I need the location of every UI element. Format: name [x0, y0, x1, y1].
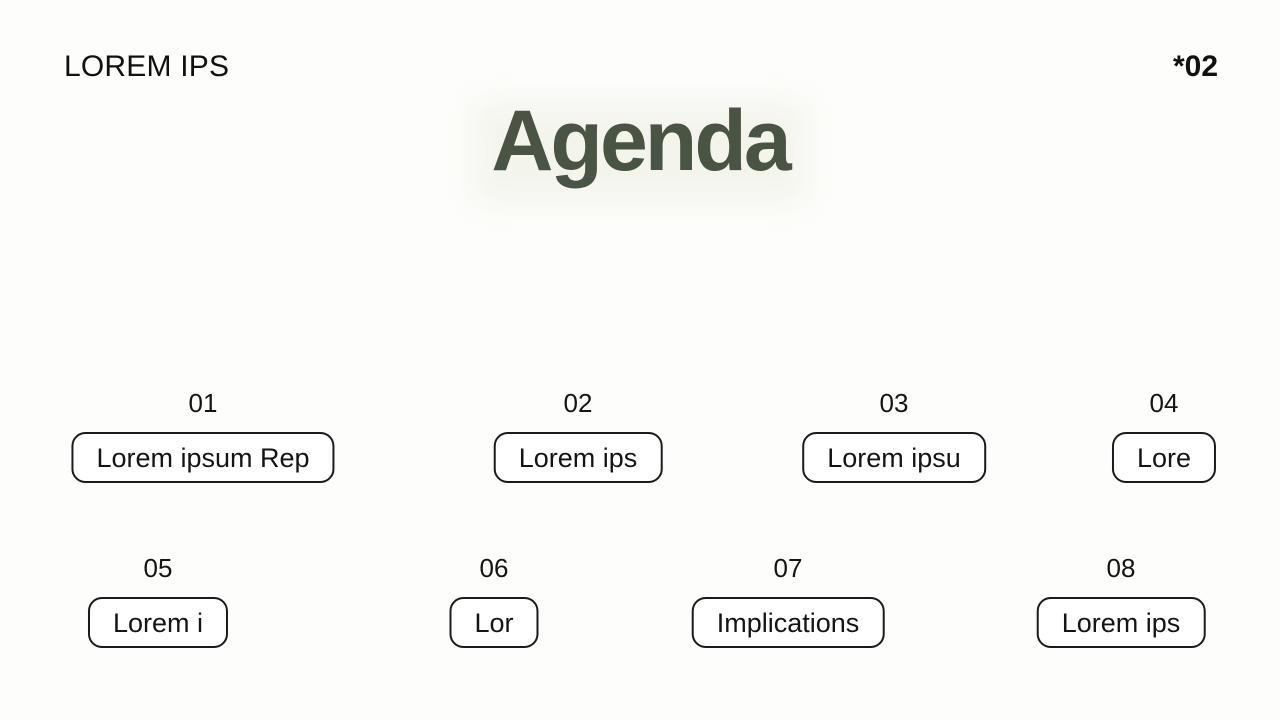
item-pill: Lorem ips	[1036, 597, 1206, 648]
item-pill: Lor	[449, 597, 539, 648]
agenda-item-08: 08 Lorem ips	[1036, 553, 1206, 648]
item-pill: Lorem ipsum Rep	[71, 432, 335, 483]
agenda-item-01: 01 Lorem ipsum Rep	[71, 388, 335, 483]
item-number: 06	[479, 553, 509, 583]
agenda-item-07: 07 Implications	[691, 553, 885, 648]
title-highlight	[475, 102, 805, 202]
item-pill: Implications	[691, 597, 885, 648]
item-number: 05	[143, 553, 173, 583]
item-number: 01	[188, 388, 218, 418]
page-number: *02	[1172, 50, 1218, 83]
item-number: 08	[1106, 553, 1136, 583]
item-pill: Lorem i	[87, 597, 229, 648]
slide-title: Agenda	[491, 93, 791, 189]
agenda-item-02: 02 Lorem ips	[493, 388, 663, 483]
item-number: 07	[773, 553, 803, 583]
agenda-item-06: 06 Lor	[449, 553, 539, 648]
item-pill: Lorem ips	[493, 432, 663, 483]
item-number: 03	[879, 388, 909, 418]
agenda-item-04: 04 Lore	[1111, 388, 1217, 483]
brand-label: LOREM IPS	[64, 50, 230, 83]
item-number: 02	[563, 388, 593, 418]
agenda-item-03: 03 Lorem ipsu	[802, 388, 986, 483]
item-pill: Lore	[1111, 432, 1217, 483]
agenda-item-05: 05 Lorem i	[87, 553, 229, 648]
item-pill: Lorem ipsu	[802, 432, 986, 483]
item-number: 04	[1149, 388, 1179, 418]
